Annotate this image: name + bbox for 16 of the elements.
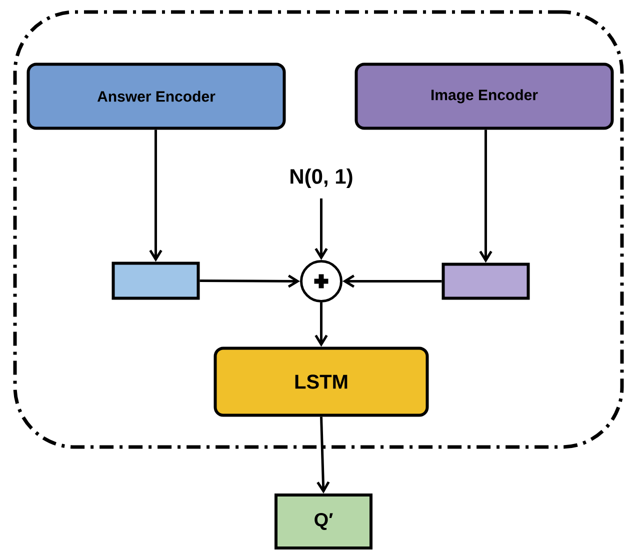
process-box: Image Encoder (354, 62, 614, 130)
arrow (200, 274, 300, 288)
process-box: Q′ (274, 494, 372, 550)
arrow (316, 416, 330, 494)
process-box: Answer Encoder (26, 62, 286, 130)
arrow (342, 274, 442, 288)
dashed-group-frame (13, 10, 624, 449)
process-box: LSTM (214, 346, 429, 417)
vector-bar (112, 262, 200, 300)
arrow (479, 130, 492, 263)
arrow (149, 130, 162, 262)
vector-bar (442, 262, 530, 300)
arrow (314, 198, 328, 260)
formula-label: N(0, 1) (290, 168, 352, 188)
sum-circle (300, 260, 342, 302)
arrow (314, 302, 328, 347)
